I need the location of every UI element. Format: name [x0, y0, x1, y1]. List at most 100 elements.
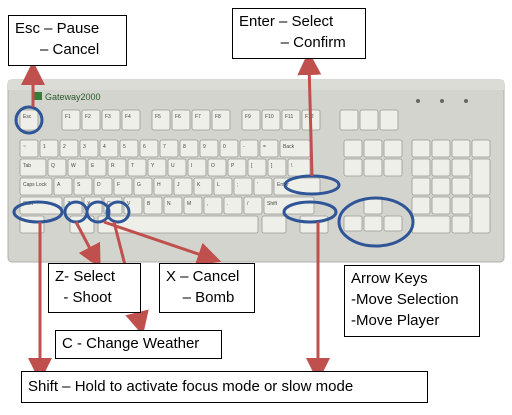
highlight-circles — [12, 105, 415, 248]
numpad-key-3-3 — [471, 196, 491, 234]
gateway-logo: Gateway2000 — [34, 92, 101, 102]
esc-highlight — [14, 105, 44, 135]
ctrl-right-key — [299, 215, 329, 234]
enter-label-line2: – Confirm — [239, 34, 346, 51]
svg-text:F: F — [117, 182, 120, 188]
svg-text:3: 3 — [83, 144, 86, 150]
qwerty-row-key-3: E — [87, 158, 107, 177]
numpad-key-4-0 — [411, 215, 451, 234]
qwerty-row-key-5: T — [127, 158, 147, 177]
svg-text:2: 2 — [63, 144, 66, 150]
arrow-keys-label-box: Arrow Keys -Move Selection -Move Player — [344, 265, 480, 337]
svg-text:V: V — [127, 201, 131, 207]
numpad-key-3-2 — [451, 196, 471, 215]
svg-text:F9: F9 — [245, 114, 251, 120]
svg-text:,: , — [207, 201, 208, 207]
svg-text:K: K — [197, 182, 201, 188]
arrows-label-line2: -Move Selection — [351, 291, 459, 308]
svg-text:=: = — [263, 144, 266, 150]
f5-key: F5 — [151, 109, 171, 131]
svg-text:P: P — [231, 163, 235, 169]
number-row-key-4: 4 — [99, 139, 119, 158]
svg-text:9: 9 — [203, 144, 206, 150]
arrow-down-key — [363, 215, 383, 232]
brand-text: Gateway2000 — [45, 92, 101, 102]
f10-key: F10 — [261, 109, 281, 131]
qwerty-row-key-1: Q — [47, 158, 67, 177]
numpad-key-1-0 — [411, 158, 431, 177]
qwerty-row-key-8: I — [187, 158, 207, 177]
svg-text:Enter: Enter — [277, 182, 289, 188]
svg-text:F10: F10 — [265, 114, 274, 120]
f2-key: F2 — [81, 109, 101, 131]
numpad-key-4-2 — [451, 215, 471, 234]
right-shift-highlight — [282, 200, 338, 224]
svg-text:Shift: Shift — [267, 201, 278, 207]
x-key-highlight — [85, 200, 111, 224]
number-row-key-2: 2 — [59, 139, 79, 158]
asdf-row-key-1: A — [53, 177, 73, 196]
spacebar-key — [97, 215, 259, 234]
svg-text:/: / — [247, 201, 249, 207]
svg-text:L: L — [217, 182, 220, 188]
zxcv-row-key-10: / — [243, 196, 263, 215]
zxcv-row-key-8: , — [203, 196, 223, 215]
qwerty-row-key-4: R — [107, 158, 127, 177]
svg-text:A: A — [57, 182, 61, 188]
number-row-key-0: ~ — [19, 139, 39, 158]
nav-mid-2 — [383, 158, 403, 177]
z-label-box: Z- Select - Shoot — [48, 263, 141, 313]
esc-label-line2: – Cancel — [15, 41, 100, 58]
numpad-key-0-3 — [471, 139, 491, 158]
f3-key: F3 — [101, 109, 121, 131]
number-row-key-5: 5 — [119, 139, 139, 158]
number-row-key-7: 7 — [159, 139, 179, 158]
svg-text:E: E — [91, 163, 95, 169]
numpad-key-1-1 — [431, 158, 451, 177]
qwerty-row-key-7: U — [167, 158, 187, 177]
zxcv-row-key-5: B — [143, 196, 163, 215]
arrow-keys-highlight — [337, 196, 415, 248]
qwerty-row-key-12: ] — [267, 158, 287, 177]
number-row-key-1: 1 — [39, 139, 59, 158]
svg-text:F11: F11 — [285, 114, 293, 120]
svg-text:N: N — [167, 201, 171, 207]
enter-arrow — [297, 51, 322, 177]
svg-text:]: ] — [271, 163, 273, 169]
svg-text:[: [ — [251, 163, 253, 169]
svg-text:7: 7 — [163, 144, 166, 150]
numpad-key-1-2 — [451, 158, 471, 177]
zxcv-row-key-6: N — [163, 196, 183, 215]
enter-label-box: Enter – Select – Confirm — [232, 8, 366, 59]
svg-text:F5: F5 — [155, 114, 161, 120]
svg-text:5: 5 — [123, 144, 126, 150]
number-row-key-10: 0 — [219, 139, 239, 158]
c-key-highlight — [105, 200, 131, 224]
svg-text:4: 4 — [103, 144, 106, 150]
sys-key-1 — [359, 109, 379, 131]
asdf-row-key-2: S — [73, 177, 93, 196]
nav-mid-0 — [343, 158, 363, 177]
svg-text:I: I — [191, 163, 192, 169]
number-row-key-6: 6 — [139, 139, 159, 158]
svg-text:-: - — [243, 144, 245, 150]
qwerty-row-key-13: \ — [287, 158, 311, 177]
svg-text:T: T — [131, 163, 134, 169]
svg-text:M: M — [187, 201, 191, 207]
esc-label-line1: Esc – Pause — [15, 20, 100, 37]
svg-text:~: ~ — [23, 144, 26, 150]
svg-text:O: O — [211, 163, 215, 169]
svg-text:B: B — [147, 201, 151, 207]
number-row-key-9: 9 — [199, 139, 219, 158]
svg-text:Esc: Esc — [23, 114, 32, 120]
svg-text:J: J — [177, 182, 180, 188]
f1-key: F1 — [61, 109, 81, 131]
zxcv-row-key-9: . — [223, 196, 243, 215]
asdf-row-key-9: L — [213, 177, 233, 196]
svg-text:R: R — [111, 163, 115, 169]
shift-label-line1: Shift – Hold to activate focus mode or s… — [28, 378, 354, 395]
svg-text:H: H — [157, 182, 161, 188]
svg-text:F7: F7 — [195, 114, 201, 120]
f8-key: F8 — [211, 109, 231, 131]
